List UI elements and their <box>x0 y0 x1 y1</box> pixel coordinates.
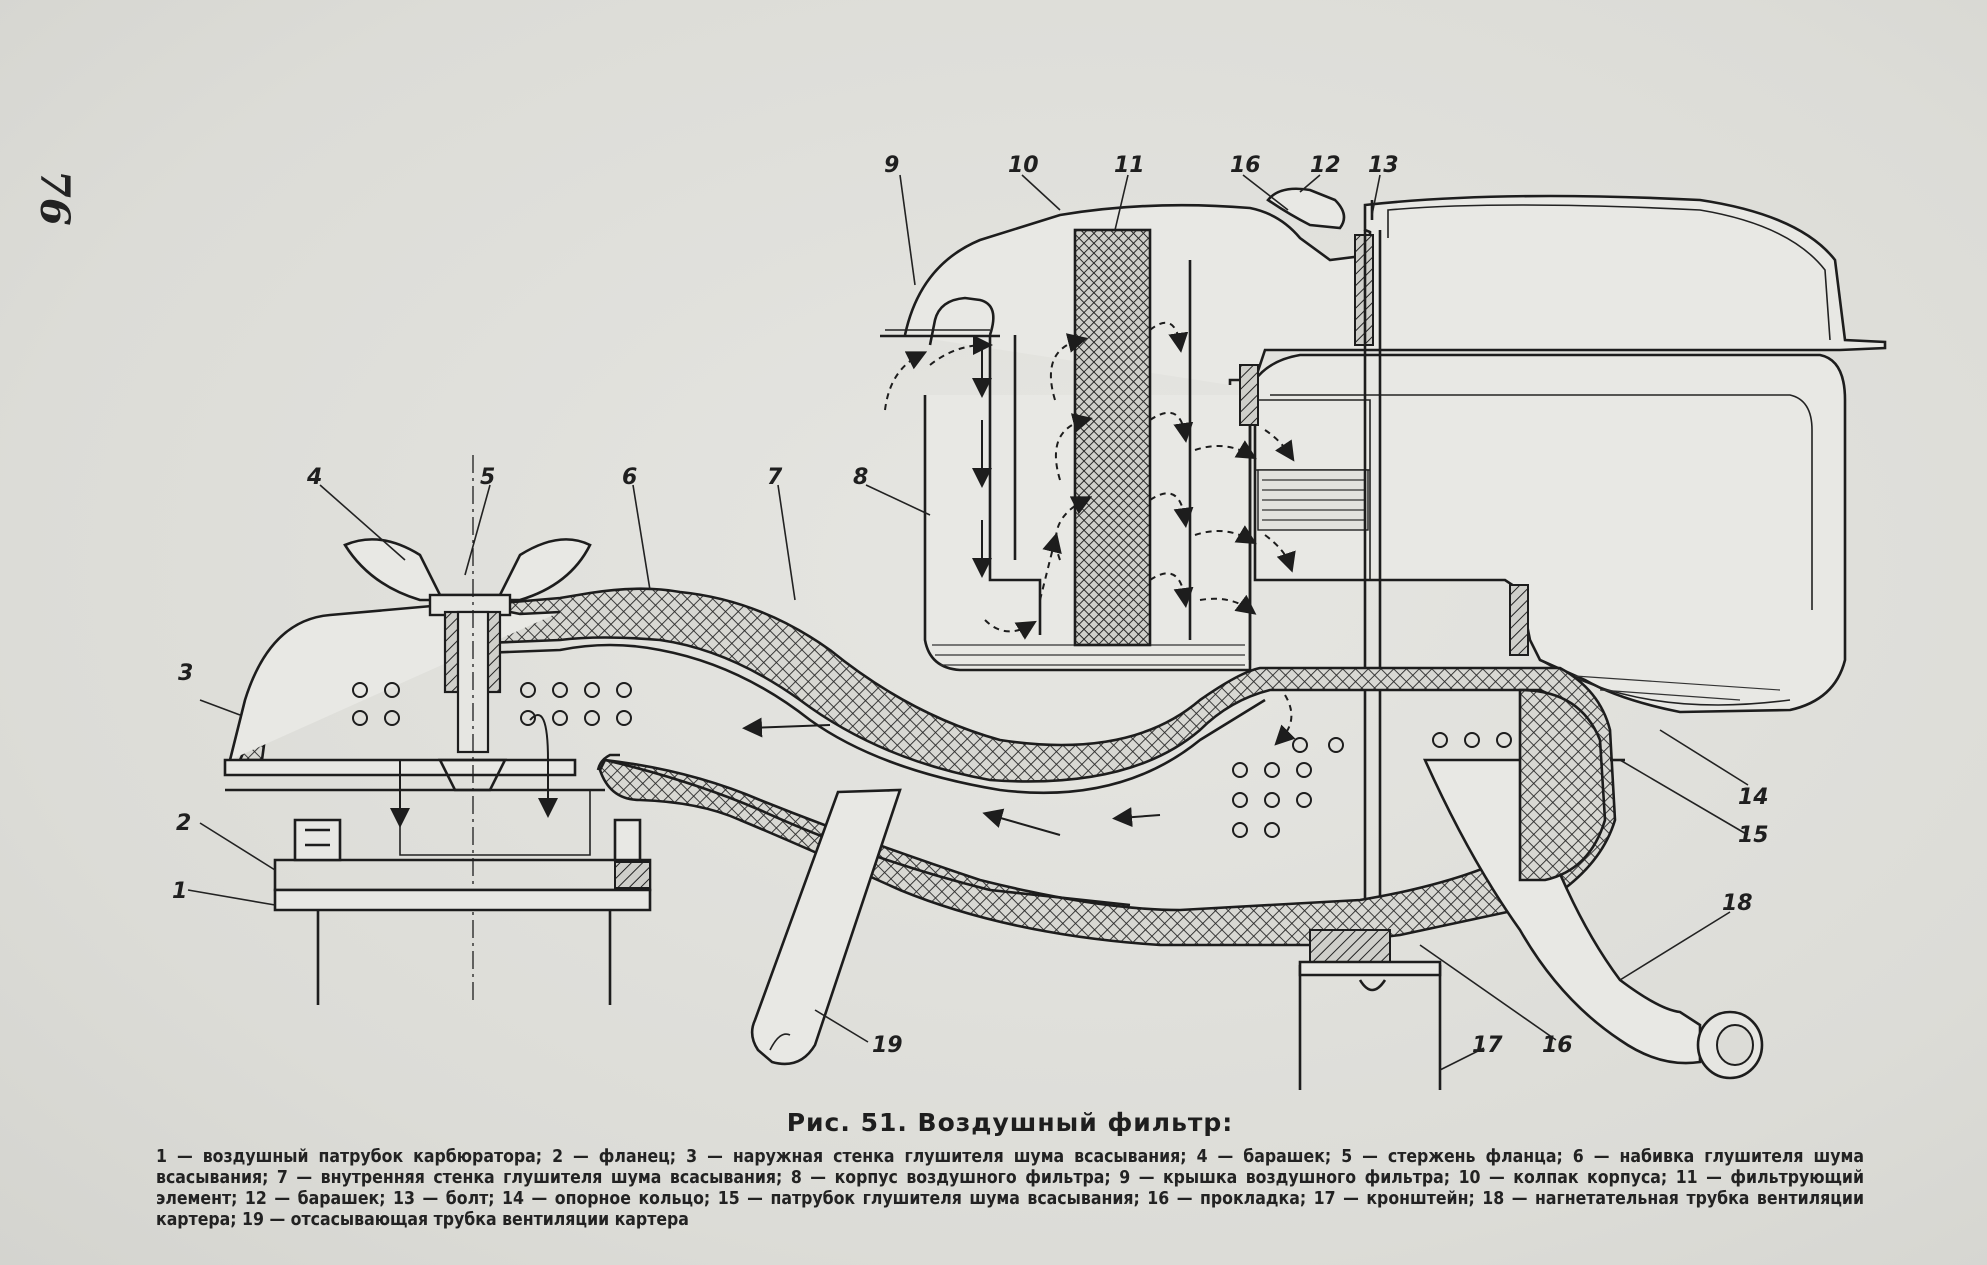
pressure-breather-tube <box>1422 758 1764 1080</box>
right-housing <box>1253 353 1847 714</box>
suction-breather-tube <box>750 788 902 1066</box>
callout-15: 15 <box>1738 823 1769 848</box>
callout-11: 11 <box>1114 153 1145 178</box>
callout-7: 7 <box>767 465 783 490</box>
callout-14: 14 <box>1738 785 1769 810</box>
callout-17: 17 <box>1472 1033 1503 1058</box>
callout-19: 19 <box>872 1033 903 1058</box>
figure-legend: 1 — воздушный патрубок карбюратора; 2 — … <box>156 1147 1864 1230</box>
callout-4: 4 <box>306 465 322 490</box>
callout-18: 18 <box>1722 891 1753 916</box>
callout-8: 8 <box>853 465 868 490</box>
filter-element <box>1073 228 1152 647</box>
callout-10: 10 <box>1008 153 1039 178</box>
callout-6: 6 <box>622 465 637 490</box>
callout-9: 9 <box>884 153 899 178</box>
callout-5: 5 <box>480 465 495 490</box>
callout-2: 2 <box>176 811 191 836</box>
leader-lines <box>187 174 1749 1071</box>
silencer-insulation <box>237 587 1617 947</box>
callout-16-bottom: 16 <box>1542 1033 1573 1058</box>
silencer-perforations <box>352 682 1512 838</box>
callout-12: 12 <box>1310 153 1341 178</box>
support-ring <box>1239 364 1529 656</box>
center-bolt <box>1354 200 1382 970</box>
figure-title: Рис. 51. Воздушный фильтр: <box>786 1108 1234 1137</box>
carburetor-air-pipe <box>273 714 652 1005</box>
callout-1: 1 <box>172 879 187 904</box>
callout-labels: 1 2 3 4 5 6 7 8 9 10 11 16 12 13 14 15 1… <box>172 153 1769 1058</box>
callout-13: 13 <box>1368 153 1399 178</box>
flange-stud <box>437 455 508 1000</box>
silencer-inner-wall <box>299 643 1266 907</box>
figure-caption: Рис. 51. Воздушный фильтр: 1 — воздушный… <box>150 1108 1870 1231</box>
callout-3: 3 <box>178 661 193 686</box>
airflow-arrows <box>742 321 1296 836</box>
inner-duct <box>928 296 1042 635</box>
wing-nut-top <box>1266 187 1346 230</box>
callout-16-top: 16 <box>1230 153 1261 178</box>
inner-chamber <box>1188 260 1371 660</box>
bracket <box>1298 929 1442 1090</box>
silencer-nozzle <box>1518 688 1625 882</box>
